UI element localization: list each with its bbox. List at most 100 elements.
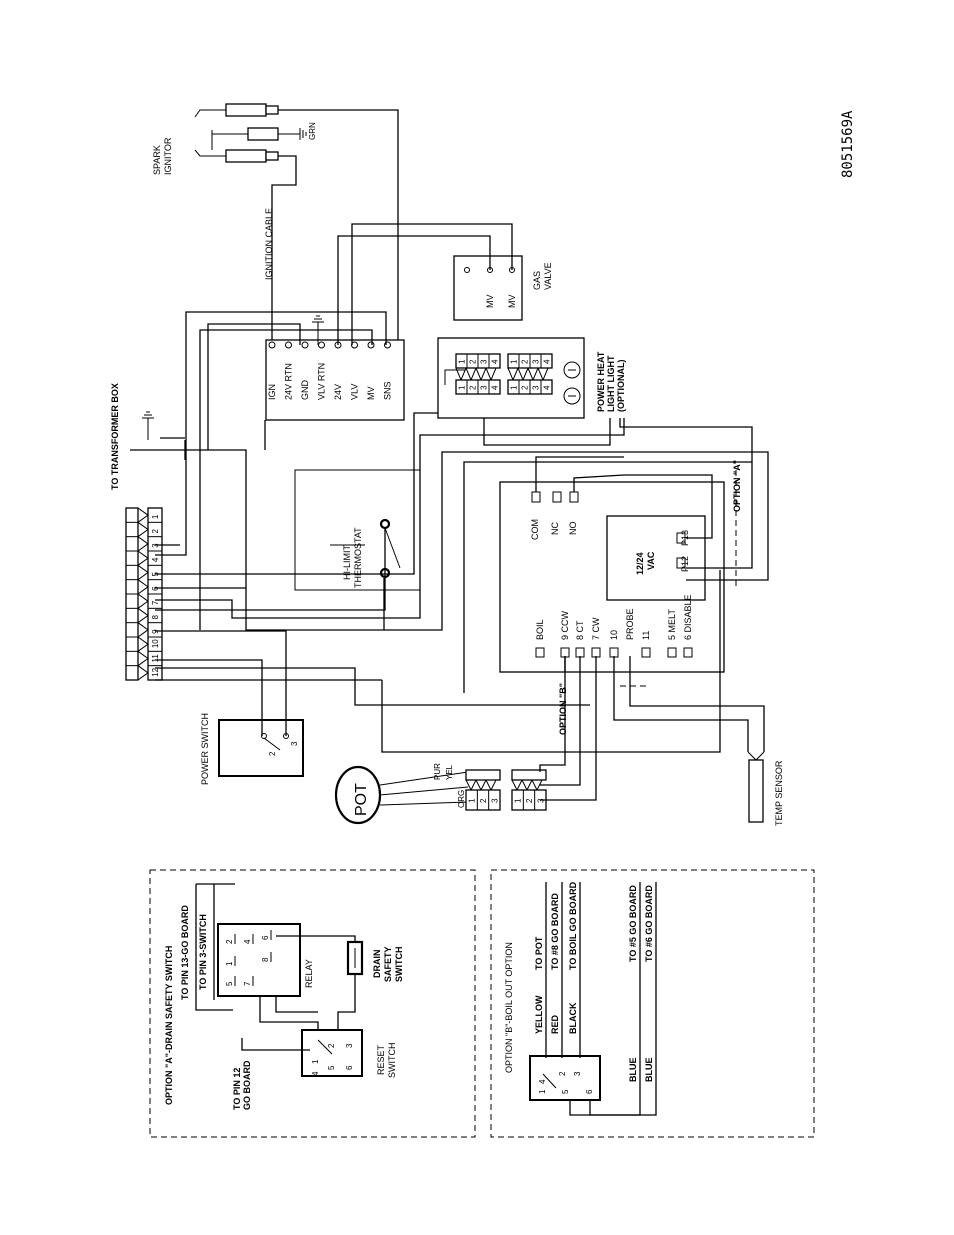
light-conn-a-top-pin-2: 2 (469, 359, 478, 364)
light-conn-b-top-pin-2: 2 (521, 359, 530, 364)
drawing-number: 8051569A (840, 110, 856, 178)
lights-label-3: (OPTIONAL) (616, 360, 626, 413)
gas-valve-mv2: MV (507, 295, 517, 309)
pot-wire-org: ORG (457, 790, 466, 808)
main-conn-pin: 7 (151, 600, 160, 605)
reset-pin-label: 4 (311, 1071, 320, 1076)
ign-terminal-circle (367, 341, 375, 349)
light-conn-a-bot-pin-2: 2 (469, 385, 478, 390)
valve-label: VALVE (543, 262, 553, 290)
relay-pin-label: 2 (225, 939, 234, 944)
reset-pin-label: 5 (327, 1065, 336, 1070)
ign-pin-label: 24V (333, 384, 343, 400)
ign-pin-label: VLV RTN (317, 363, 327, 400)
boilout-switch-pin-label: 3 (573, 1071, 582, 1076)
reset-pin-label: 2 (327, 1043, 336, 1048)
ign-pin-label: SNS (383, 381, 393, 400)
boilout-wire-dest: TO #8 GO BOARD (550, 893, 560, 970)
board-terminal-label: PROBE (625, 608, 635, 640)
board-terminal-label: 5 MELT (667, 609, 677, 640)
board-terminal-box (535, 647, 545, 658)
board-terminal-box (641, 647, 651, 658)
main-conn-pin: 12 (151, 667, 160, 676)
power-switch: 2 3 POWER SWITCH (200, 713, 304, 785)
p12-label: P12 (680, 556, 690, 572)
main-conn-pin: 11 (151, 654, 160, 663)
reset-label: RESET (376, 1044, 386, 1075)
board-terminal-label: 7 CW (591, 617, 601, 640)
light-conn-a-bot-pin-4: 4 (491, 385, 500, 390)
boilout-switch-pin-label: 6 (585, 1089, 594, 1094)
vac-label-1: 12/24 (635, 552, 645, 575)
to-pin12-label-2: GO BOARD (242, 1060, 252, 1110)
drain-label-3: SWITCH (394, 947, 404, 983)
relay-label: RELAY (304, 959, 314, 988)
light-conn-a-bot-pin-3: 3 (480, 385, 489, 390)
light-conn-b-bot-pin-1: 1 (510, 385, 519, 390)
ign-pin-label: IGN (267, 384, 277, 400)
reset-pin-label: 6 (345, 1065, 354, 1070)
lights-label-1: POWER HEAT (596, 351, 606, 412)
pot-conn-a-pin-3: 3 (490, 798, 499, 803)
power-switch-pin2: 2 (268, 751, 277, 756)
main-wiring (155, 311, 769, 801)
hi-limit-label: HI-LIMIT (342, 544, 352, 580)
ground-label: GRN (308, 122, 317, 140)
thermostat-label: THERMOSTAT (353, 527, 363, 588)
boilout-wire-dest: TO #6 GO BOARD (644, 885, 654, 962)
pot-label: POT (353, 783, 370, 816)
temp-sensor-label: TEMP SENSOR (774, 760, 784, 826)
vac-label-2: VAC (646, 551, 656, 570)
power-switch-label: POWER SWITCH (200, 713, 210, 785)
spark-igniter: GRN SPARK IGNITOR (152, 103, 317, 175)
relay-pin-label: 6 (261, 935, 270, 940)
relay-pin-label: 1 (225, 961, 234, 966)
board-terminal-label: 10 (609, 630, 619, 640)
light-conn-a-bot-pin-1: 1 (458, 385, 467, 390)
light-conn-a-top-pin-4: 4 (491, 359, 500, 364)
pot-wire-yel: YEL (445, 764, 454, 780)
boilout-switch-pin-label: 1 (538, 1089, 547, 1094)
drain-label-2: SAFETY (383, 946, 393, 982)
transformer-label: TO TRANSFORMER BOX (110, 383, 120, 490)
main-conn-pin: 2 (151, 529, 160, 534)
light-conn-b-bot-pin-2: 2 (521, 385, 530, 390)
board-terminal-label: 11 (641, 631, 651, 640)
option-a-label: OPTION "A" (732, 460, 742, 512)
light-conn-b-bot-pin-3: 3 (532, 385, 541, 390)
main-conn-pin: 10 (151, 639, 160, 648)
pot-conn-a-pin-1: 1 (468, 798, 477, 803)
temp-sensor: TEMP SENSOR (747, 751, 784, 826)
relay-pin-label: 5 (225, 981, 234, 986)
relay-pin-label: 7 (243, 981, 252, 986)
lights-label-2: LIGHT LIGHT (606, 355, 616, 412)
to-pin13-label: TO PIN 13-GO BOARD (180, 905, 190, 1000)
pot-conn-b-pin-1: 1 (514, 798, 523, 803)
light-conn-a-top-pin-3: 3 (480, 359, 489, 364)
igniter-label: IGNITOR (163, 137, 173, 175)
option-b-title: OPTION "B"-BOIL OUT OPTION (504, 942, 514, 1073)
main-conn-pin: 1 (151, 514, 160, 519)
board-terminal-label: 8 CT (575, 620, 585, 640)
ignition-cable-label: IGNITION CABLE (264, 208, 274, 280)
pot-conn-a-pin-2: 2 (479, 798, 488, 803)
ign-pin-label: GND (300, 380, 310, 401)
boilout-wire-dest: TO #5 GO BOARD (628, 885, 638, 962)
relay-nc: NC (550, 522, 560, 535)
gas-valve: MV MV GAS VALVE (453, 255, 553, 321)
gas-valve-mv1: MV (485, 295, 495, 309)
pot-wire-pur: PUR (433, 763, 442, 780)
reset-pin-label: 3 (345, 1043, 354, 1048)
reset-pin-label: 1 (311, 1059, 320, 1064)
light-conn-b-top-pin-1: 1 (510, 359, 519, 364)
reset-switch-label: SWITCH (387, 1043, 397, 1079)
light-conn-b-bot-pin-4: 4 (543, 385, 552, 390)
boilout-switch-pin-label: 4 (538, 1079, 547, 1084)
board-terminal-label: 6 DISABLE (683, 594, 693, 640)
to-pin3-label: TO PIN 3-SWITCH (198, 914, 208, 990)
main-conn-pin: 4 (151, 557, 160, 562)
drain-label-1: DRAIN (372, 950, 382, 979)
